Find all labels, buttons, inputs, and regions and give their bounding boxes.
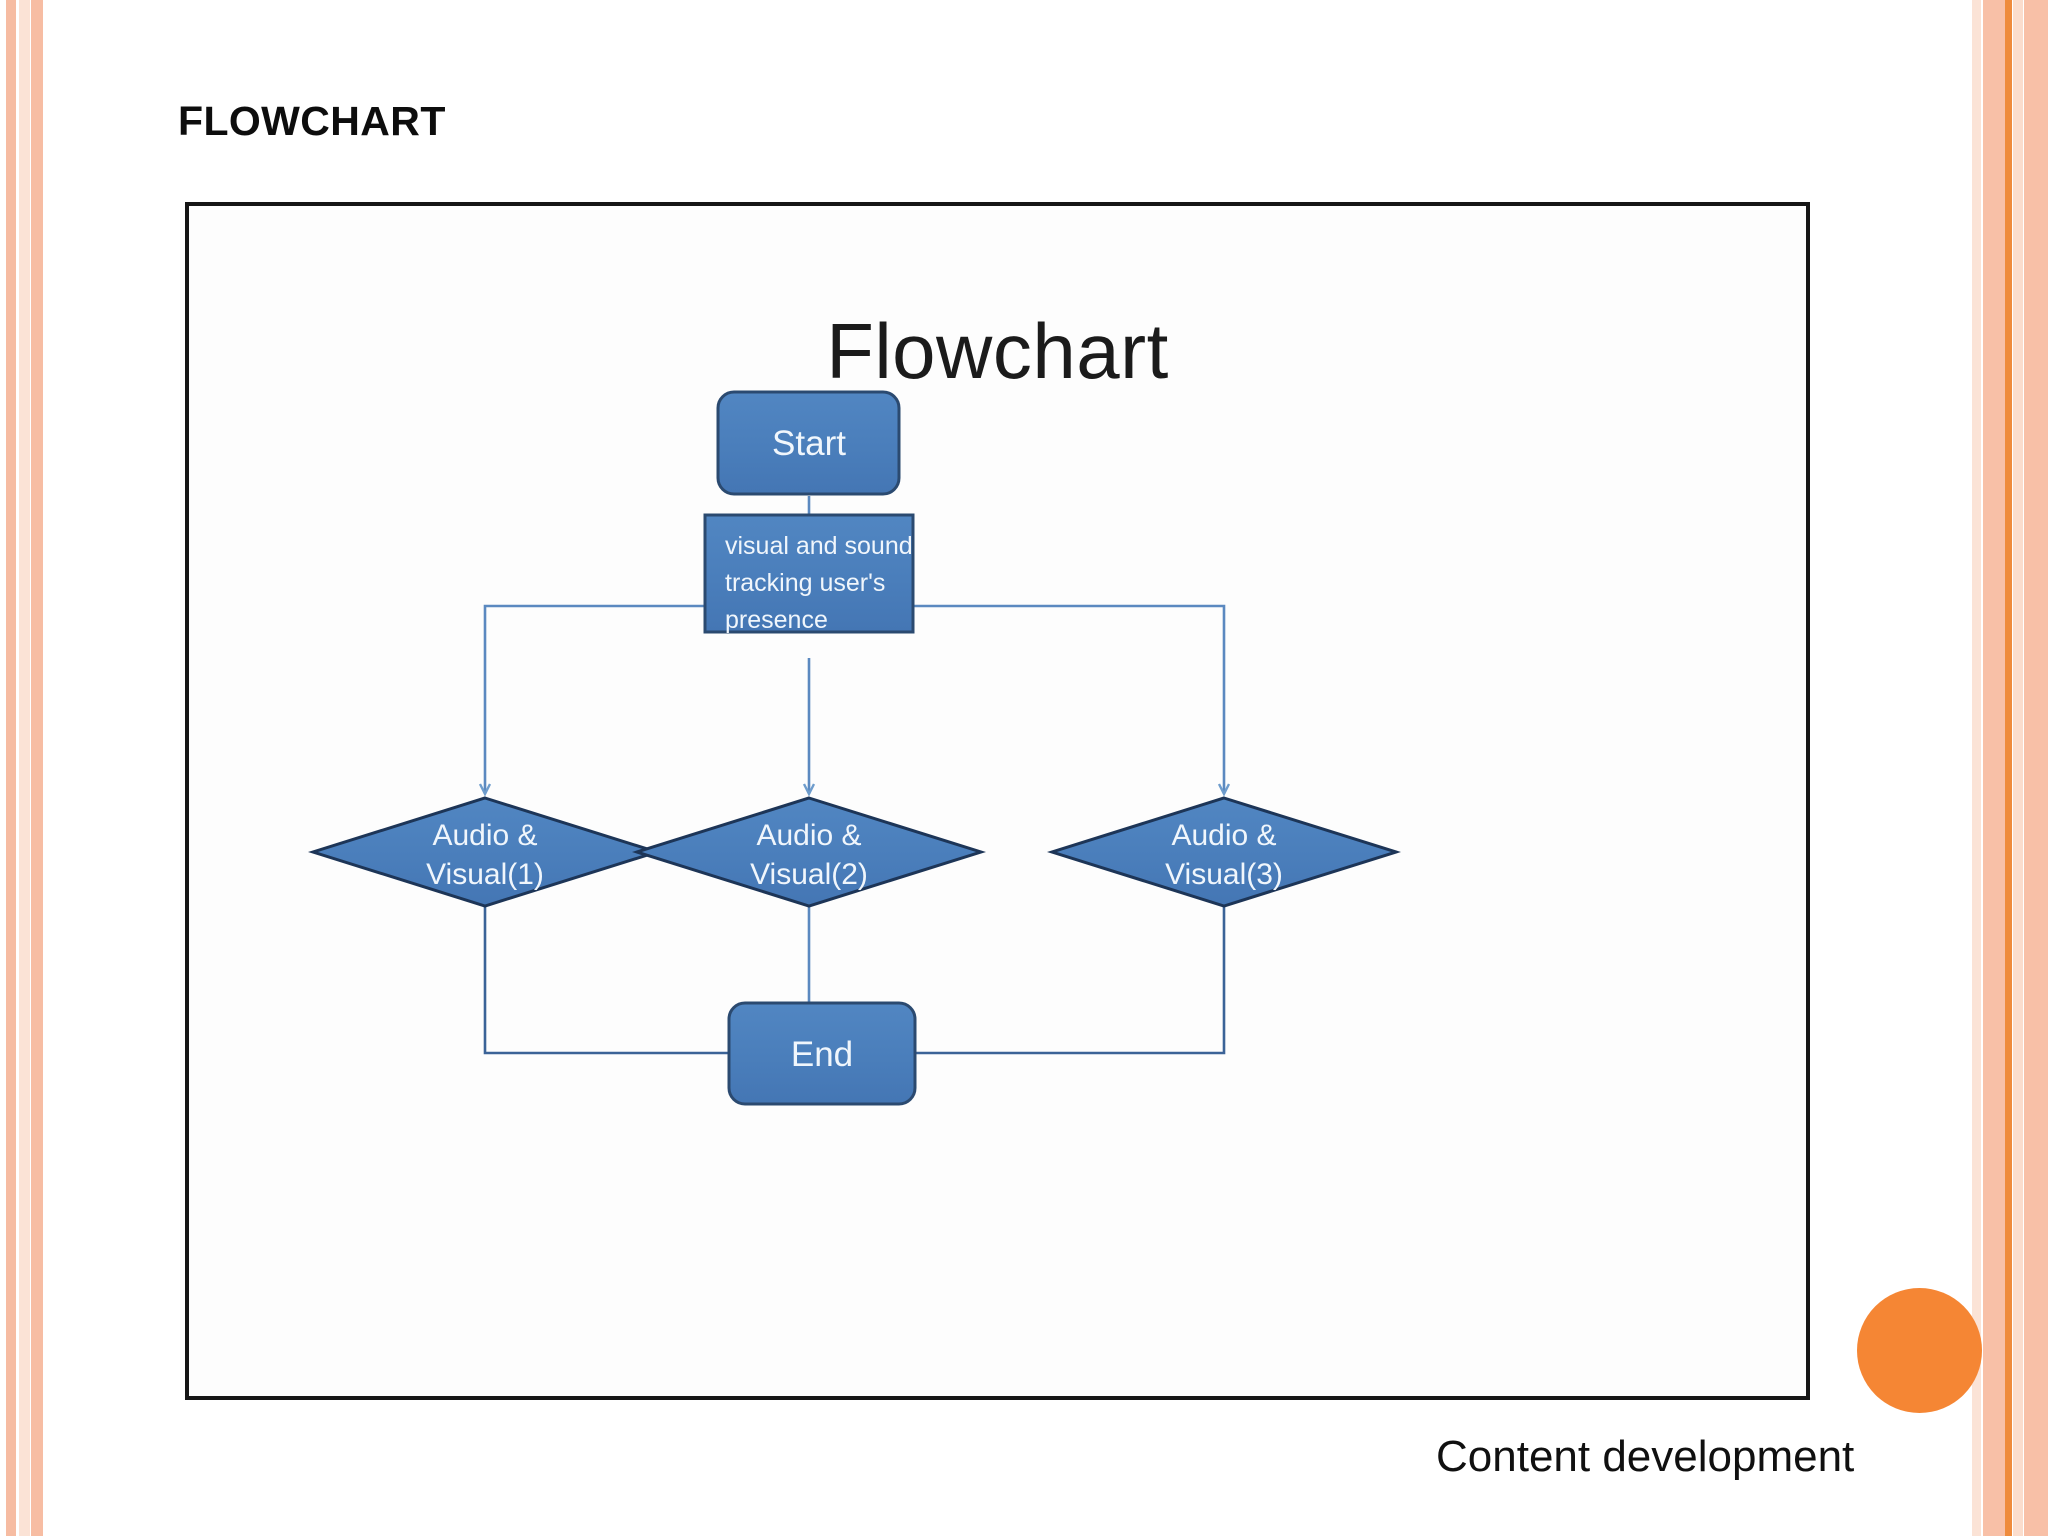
left-stripe-2: [19, 0, 30, 1536]
edge-process-av1: [485, 604, 705, 794]
node-process-line-1: visual and sound: [725, 532, 913, 560]
right-stripe-accent-line: [2005, 0, 2012, 1536]
node-av3-line-1: Audio &: [1171, 819, 1276, 852]
node-process-line-3: presence: [725, 606, 828, 634]
node-start-label: Start: [772, 424, 846, 463]
node-av1-line-2: Visual(1): [426, 858, 544, 891]
right-stripe-5: [2024, 0, 2048, 1536]
node-process-line-2: tracking user's: [725, 569, 885, 597]
node-audio-visual-1[interactable]: Audio & Visual(1): [307, 796, 663, 908]
node-audio-visual-3[interactable]: Audio & Visual(3): [1046, 796, 1402, 908]
left-stripe-1: [6, 0, 16, 1536]
orange-circle-accent: [1857, 1288, 1982, 1413]
right-stripe-2: [1983, 0, 2005, 1536]
node-av1-line-1: Audio &: [432, 819, 537, 852]
node-process[interactable]: visual and sound tracking user's presenc…: [703, 513, 915, 634]
flowchart-heading: Flowchart: [826, 307, 1169, 395]
right-stripe-1: [1972, 0, 1981, 1536]
slide-title: FLOWCHART: [178, 98, 446, 144]
node-audio-visual-2[interactable]: Audio & Visual(2): [631, 796, 987, 908]
edge-process-av3: [913, 604, 1224, 794]
right-stripe-4: [2013, 0, 2023, 1536]
node-av3-line-2: Visual(3): [1165, 858, 1283, 891]
flowchart-picture-frame: Flowchart S: [185, 202, 1810, 1400]
node-end[interactable]: End: [727, 1001, 917, 1106]
node-av2-line-1: Audio &: [756, 819, 861, 852]
slide-footer: Content development: [1436, 1432, 1855, 1481]
flowchart-diagram: Start visual and sound tracking user's p…: [307, 390, 1402, 1106]
edge-av3-end: [915, 906, 1226, 1055]
node-end-label: End: [791, 1035, 853, 1074]
node-av2-line-2: Visual(2): [750, 858, 868, 891]
node-start[interactable]: Start: [716, 390, 901, 496]
left-stripe-3: [31, 0, 43, 1536]
edge-av1-end: [483, 906, 729, 1055]
